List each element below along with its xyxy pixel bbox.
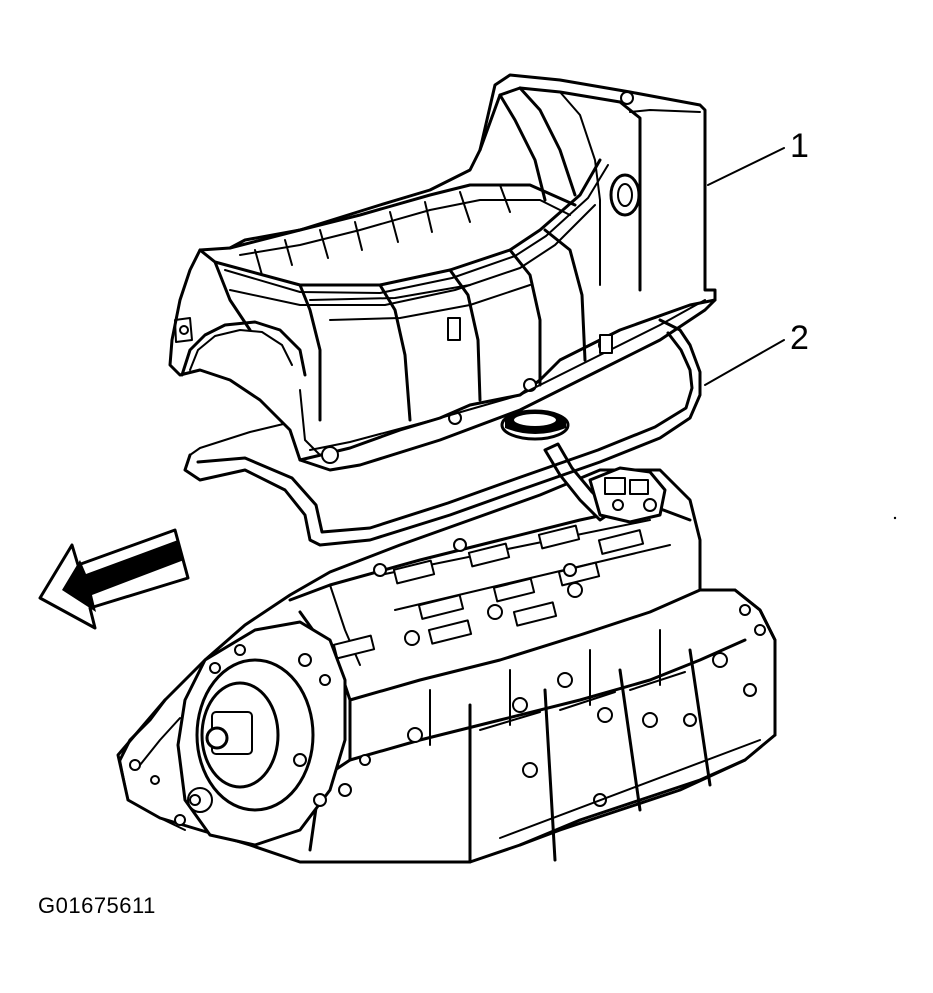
leader-line-2 — [704, 339, 785, 386]
direction-arrow-icon — [38, 528, 190, 630]
callout-label-1: 1 — [790, 127, 809, 165]
callout-label-2: 2 — [790, 319, 809, 357]
engine-block — [116, 442, 777, 864]
leader-line-1 — [707, 147, 785, 186]
oil-filler-cap — [500, 409, 570, 441]
callout-leaders — [704, 147, 785, 386]
valve-cover-gasket — [183, 289, 716, 547]
figure-id: G01675611 — [38, 893, 156, 918]
speck — [893, 516, 897, 520]
valve-cover — [168, 73, 717, 472]
